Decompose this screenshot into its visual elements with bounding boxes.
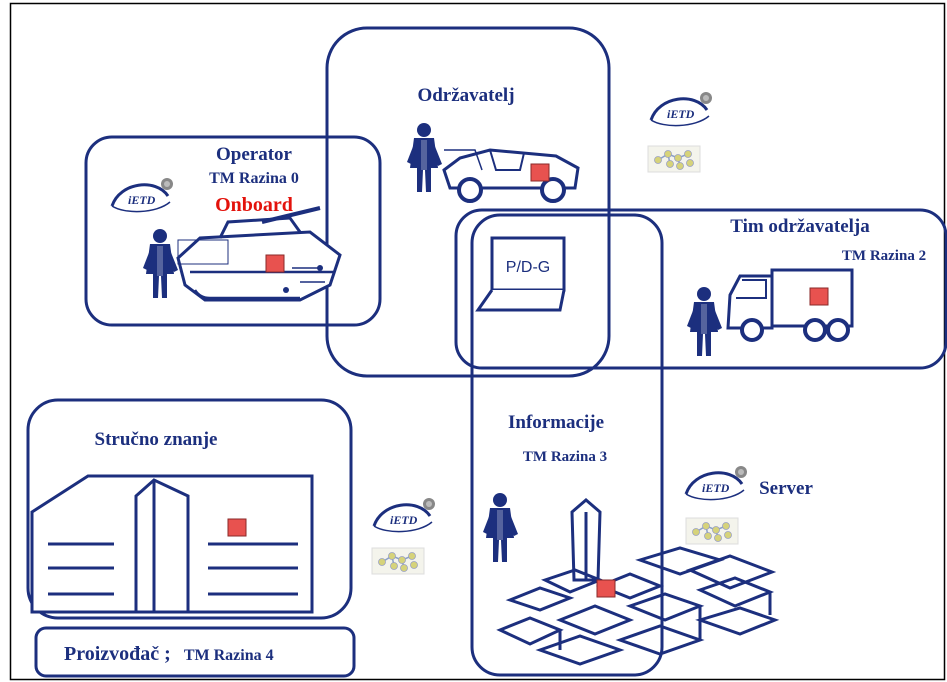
operator-level: TM Razina 0 [209, 170, 299, 187]
info-level: TM Razina 3 [523, 449, 607, 465]
ietd-logo-icon: iETD [678, 460, 752, 508]
network-cluster-icon [647, 145, 701, 173]
svg-text:iETD: iETD [702, 481, 730, 495]
operator-zone-border [84, 135, 382, 327]
manufacturer-title: Proizvođač ; [64, 643, 171, 665]
expertise-zone-border [26, 398, 353, 620]
team-marker [809, 287, 829, 306]
tank-icon [176, 206, 342, 302]
server-label: Server [759, 478, 813, 499]
svg-text:iETD: iETD [667, 107, 695, 121]
laptop-label: P/D-G [506, 259, 550, 276]
operator-title: Operator [216, 144, 293, 165]
ietd-logo-icon: iETD [366, 492, 440, 540]
maintainer-zone-border [325, 26, 611, 378]
city-blocks-icon [496, 498, 780, 666]
team-zone-border [454, 208, 947, 370]
info-marker [596, 579, 616, 598]
team-level: TM Razina 2 [842, 248, 926, 264]
manufacturer-zone-border [34, 626, 356, 678]
jeep-icon [442, 148, 580, 203]
soldier-icon [407, 123, 442, 192]
info-zone-border [470, 213, 664, 677]
ietd-logo-icon: iETD [104, 172, 178, 220]
manufacturer-level: TM Razina 4 [184, 647, 274, 664]
team-title: Tim održavatelja [730, 216, 870, 237]
expertise-marker [227, 518, 247, 537]
network-cluster-icon [685, 517, 739, 545]
truck-icon [726, 268, 854, 342]
maintainer-marker [530, 163, 550, 182]
operator-status: Onboard [215, 194, 293, 216]
svg-text:iETD: iETD [128, 193, 156, 207]
laptop-icon [475, 236, 566, 312]
info-title: Informacije [508, 412, 604, 433]
network-cluster-icon [371, 547, 425, 575]
manufacturer-label: Proizvođač ; TM Razina 4 [64, 643, 274, 665]
ietd-logo-icon: iETD [643, 86, 717, 134]
maintainer-title: Održavatelj [417, 85, 514, 106]
soldier-icon [143, 229, 178, 298]
expertise-title: Stručno znanje [95, 429, 218, 450]
building-icon [30, 474, 314, 614]
soldier-icon [483, 493, 518, 562]
svg-text:iETD: iETD [390, 513, 418, 527]
soldier-icon [687, 287, 722, 356]
operator-marker [265, 254, 285, 273]
